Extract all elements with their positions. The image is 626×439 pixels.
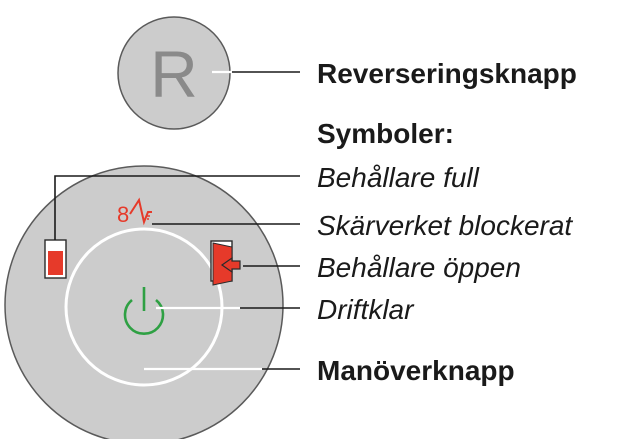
symbols-heading: Symboler: <box>317 118 454 149</box>
reverse-glyph: R <box>150 37 198 111</box>
reverse-button[interactable]: R <box>117 16 231 130</box>
container-open-icon <box>210 240 241 286</box>
cutter-blocked-icon: 8 <box>117 197 152 227</box>
label-container-open: Behållare öppen <box>317 252 521 283</box>
reverse-button-label: Reverseringsknapp <box>317 58 577 89</box>
label-ready: Driftklar <box>317 294 415 325</box>
power-icon <box>123 287 165 336</box>
container-full-leader-line <box>54 175 300 240</box>
operate-button-label: Manöverknapp <box>317 355 515 386</box>
container-full-icon <box>44 239 67 279</box>
label-container-full: Behållare full <box>317 162 480 193</box>
label-cutter-blocked: Skärverket blockerat <box>317 210 573 241</box>
svg-text:8: 8 <box>117 202 129 227</box>
